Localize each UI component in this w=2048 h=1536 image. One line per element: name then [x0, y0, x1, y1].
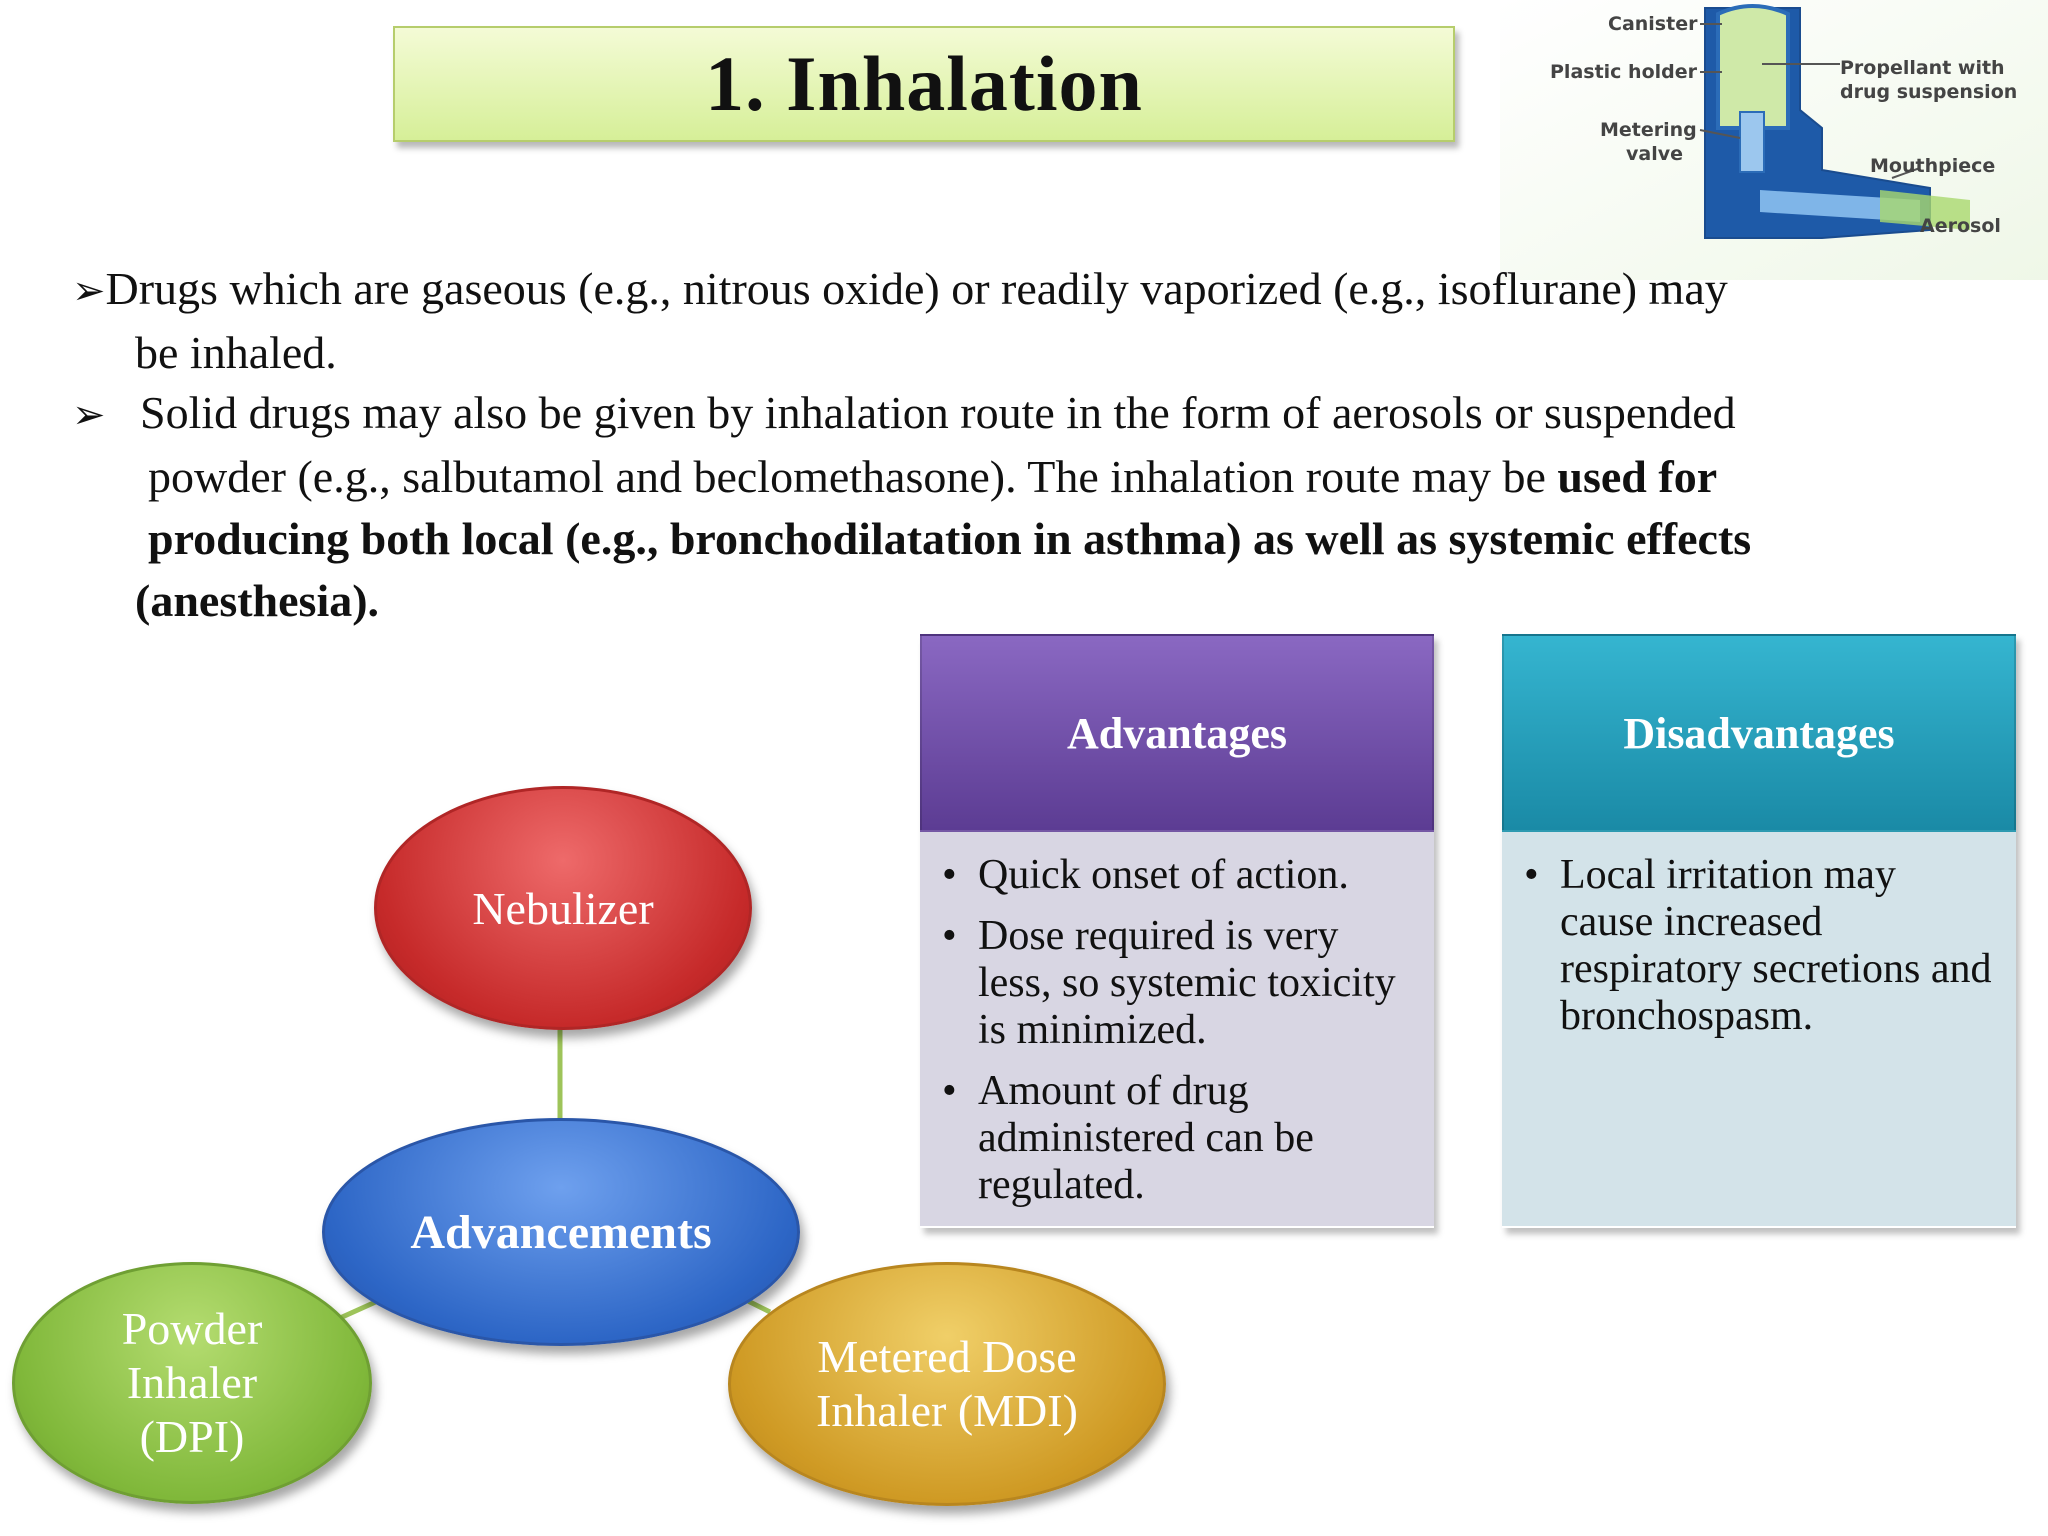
bullet-2-line-1: ➢ Solid drugs may also be given by inhal… — [72, 382, 1751, 446]
list-item: Amount of drug administered can be regul… — [940, 1068, 1410, 1209]
inhaler-aerosol — [1880, 190, 1970, 230]
label-plastic-holder: Plastic holder — [1550, 61, 1698, 83]
mdi-node: Metered Dose Inhaler (MDI) — [728, 1262, 1166, 1506]
label-metering-2: valve — [1626, 143, 1683, 165]
inhaler-valve — [1739, 111, 1765, 173]
bullet-2-line-2-text: powder (e.g., salbutamol and beclomethas… — [148, 451, 1558, 502]
nebulizer-node: Nebulizer — [374, 786, 752, 1030]
list-item: Quick onset of action. — [940, 852, 1410, 899]
bullet-2-line-2-bold: used for — [1557, 451, 1718, 502]
disadvantages-list: Local irritation may cause increased res… — [1522, 852, 1992, 1040]
bullet-arrow-icon: ➢ — [72, 268, 106, 313]
mdi-label: Metered Dose Inhaler (MDI) — [816, 1330, 1078, 1438]
inhaler-diagram: Canister Plastic holder Metering valve P… — [1500, 0, 2048, 280]
advantages-list: Quick onset of action. Dose required is … — [940, 852, 1410, 1209]
disadvantages-panel: Disadvantages Local irritation may cause… — [1502, 634, 2016, 1228]
slide-title: 1. Inhalation — [705, 40, 1143, 127]
dpi-label-line-2: Inhaler — [126, 1357, 258, 1408]
mdi-label-line-2: Inhaler (MDI) — [816, 1385, 1078, 1436]
label-metering-1: Metering — [1600, 119, 1697, 141]
dpi-node: Powder Inhaler (DPI) — [12, 1262, 372, 1504]
bullet-2-line-1-text: Solid drugs may also be given by inhalat… — [140, 387, 1736, 438]
label-canister: Canister — [1608, 13, 1698, 35]
inhaler-canister — [1716, 4, 1790, 130]
mdi-label-line-1: Metered Dose — [817, 1331, 1077, 1382]
label-propellant-1: Propellant with — [1840, 57, 2005, 79]
bullet-2-line-4: (anesthesia). — [135, 575, 380, 626]
dpi-label-line-3: (DPI) — [139, 1411, 245, 1462]
label-propellant-2: drug suspension — [1840, 81, 2017, 103]
slide-title-box: 1. Inhalation — [393, 26, 1455, 142]
bullet-gaseous: ➢Drugs which are gaseous (e.g., nitrous … — [72, 258, 1728, 384]
label-line-mouthpiece — [1891, 167, 1921, 179]
advancements-node: Advancements — [322, 1118, 800, 1346]
bullet-arrow-icon: ➢ — [72, 392, 106, 437]
advantages-panel: Advantages Quick onset of action. Dose r… — [920, 634, 1434, 1228]
advantages-body: Quick onset of action. Dose required is … — [920, 832, 1434, 1226]
label-line-valve — [1699, 129, 1741, 139]
label-aerosol: Aerosol — [1920, 215, 2001, 237]
list-item: Dose required is very less, so systemic … — [940, 913, 1410, 1054]
bullet-2-line-3: producing both local (e.g., bronchodilat… — [148, 513, 1752, 564]
label-mouthpiece: Mouthpiece — [1870, 155, 1995, 177]
list-item: Local irritation may cause increased res… — [1522, 852, 1992, 1040]
advantages-heading: Advantages — [920, 634, 1434, 832]
bullet-solid: ➢ Solid drugs may also be given by inhal… — [72, 382, 1751, 632]
bullet-2-line-2: powder (e.g., salbutamol and beclomethas… — [72, 446, 1751, 508]
advancements-label: Advancements — [410, 1205, 712, 1259]
disadvantages-body: Local irritation may cause increased res… — [1502, 832, 2016, 1226]
dpi-label-line-1: Powder — [121, 1303, 263, 1354]
dpi-label: Powder Inhaler (DPI) — [122, 1302, 263, 1464]
bullet-1-line-1: Drugs which are gaseous (e.g., nitrous o… — [105, 263, 1728, 314]
nebulizer-label: Nebulizer — [472, 882, 654, 934]
bullet-1-line-2: be inhaled. — [135, 327, 337, 378]
disadvantages-heading: Disadvantages — [1502, 634, 2016, 832]
